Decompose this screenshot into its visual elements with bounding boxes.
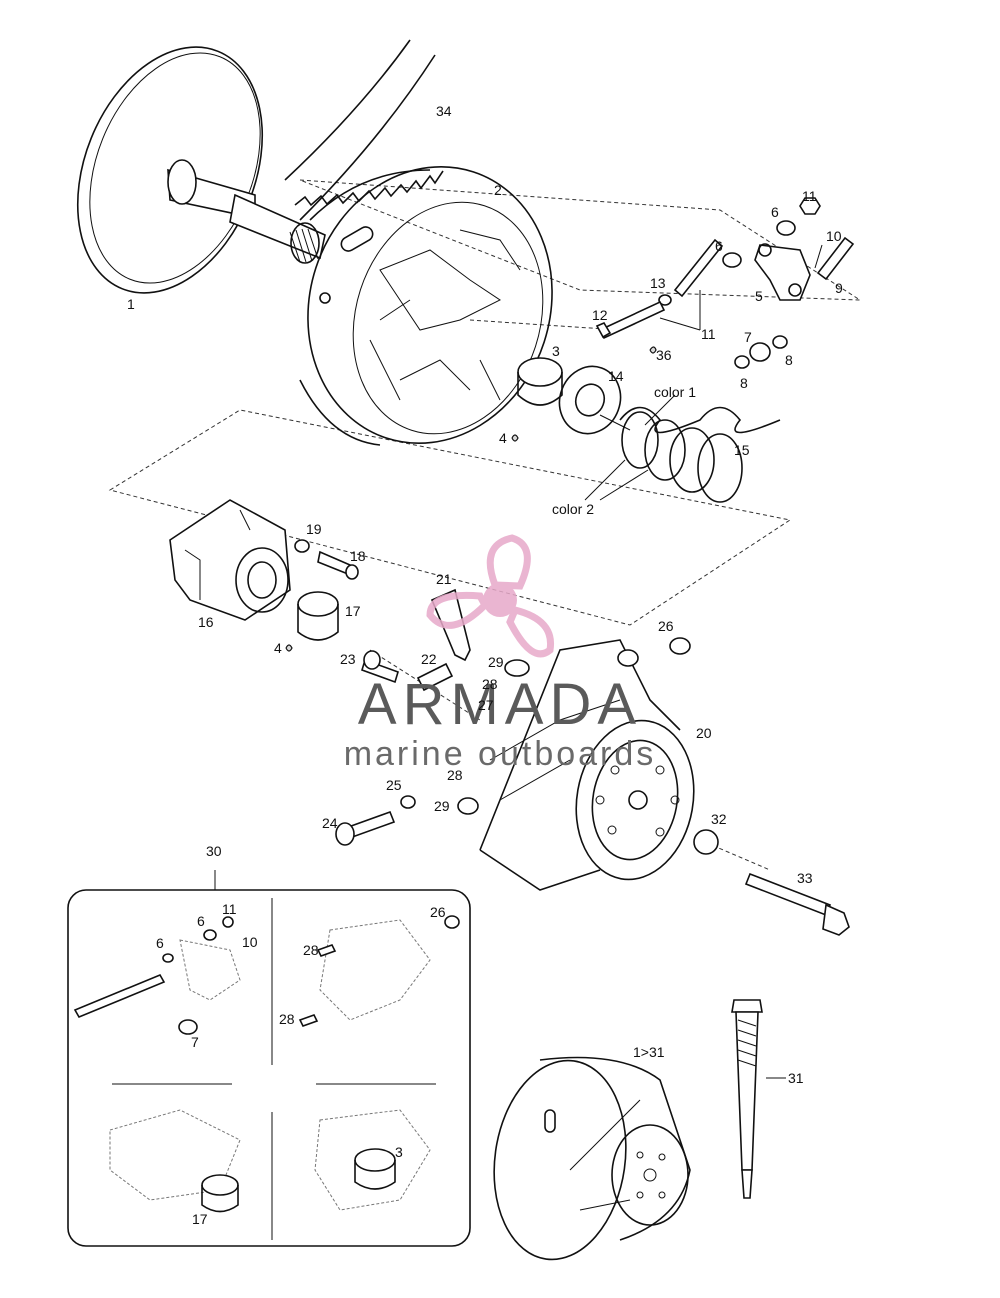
callout-34: 34: [436, 103, 452, 119]
callout-18: 18: [350, 548, 366, 564]
callout-13: 13: [650, 275, 666, 291]
callout-7: 7: [744, 329, 752, 345]
callout-33: 33: [797, 870, 813, 886]
callout-8: 8: [740, 375, 748, 391]
watermark-subtitle: marine outboards: [344, 735, 657, 773]
callout-11: 11: [802, 188, 817, 204]
callout-36: 36: [656, 347, 672, 363]
spider-assembly-parts: [335, 588, 850, 936]
callout-4: 4: [274, 640, 282, 656]
repair-kit-inset: [67, 870, 471, 1247]
callout-26: 26: [430, 904, 446, 920]
callout-30: 30: [206, 843, 222, 859]
callout-27: 27: [478, 697, 494, 713]
assembled-clutch-part: [493, 1056, 691, 1261]
callout-29: 29: [488, 654, 504, 670]
callout-3: 3: [552, 343, 560, 359]
lever-assembly-parts: [511, 197, 855, 442]
callout-8: 8: [785, 352, 793, 368]
callout-color-2: color 2: [552, 501, 594, 517]
callout-15: 15: [734, 442, 750, 458]
callout-5: 5: [755, 288, 763, 304]
callout-7: 7: [191, 1034, 199, 1050]
armada-logo-watermark: [426, 534, 555, 658]
callout-12: 12: [592, 307, 608, 323]
callout-10: 10: [826, 228, 842, 244]
callout-20: 20: [696, 725, 712, 741]
callout-9: 9: [835, 280, 843, 296]
callout-28: 28: [482, 676, 498, 692]
callout-11: 11: [701, 326, 716, 342]
callout-29: 29: [434, 798, 450, 814]
bushing-washer-spring-parts: [517, 357, 781, 503]
callout-16: 16: [198, 614, 214, 630]
callout-26: 26: [658, 618, 674, 634]
watermark-title: ARMADA: [358, 672, 642, 737]
callout-17: 17: [345, 603, 361, 619]
callout-23: 23: [340, 651, 356, 667]
callout-6: 6: [771, 204, 779, 220]
callout-2: 2: [494, 182, 502, 198]
callout-22: 22: [421, 651, 437, 667]
callout-28: 28: [303, 942, 319, 958]
callout-28: 28: [279, 1011, 295, 1027]
fixed-sheave-part: [76, 46, 326, 294]
callout-11: 11: [222, 901, 237, 917]
long-bolt-part: [731, 999, 786, 1199]
callout-14: 14: [608, 368, 624, 384]
callout-19: 19: [306, 521, 322, 537]
callout-6: 6: [715, 238, 723, 254]
callout-1-to-31: 1>31: [633, 1044, 665, 1060]
callout-color-1: color 1: [654, 384, 696, 400]
governor-cup-parts: [169, 499, 359, 652]
callout-31: 31: [788, 1070, 804, 1086]
movable-sheave-part: [299, 165, 553, 446]
callout-28: 28: [447, 767, 463, 783]
callout-25: 25: [386, 777, 402, 793]
callout-labels: 1 2 34 11 6 10 6 13 9 5 12 11 3 36 7 8 8…: [127, 103, 843, 1227]
callout-17: 17: [192, 1211, 208, 1227]
callout-4: 4: [499, 430, 507, 446]
callout-24: 24: [322, 815, 338, 831]
drive-belt-part: [284, 39, 444, 221]
callout-6: 6: [197, 913, 205, 929]
callout-10: 10: [242, 934, 258, 950]
callout-32: 32: [711, 811, 727, 827]
callout-21: 21: [436, 571, 452, 587]
callout-1: 1: [127, 296, 135, 312]
callout-3: 3: [395, 1144, 403, 1160]
callout-6: 6: [156, 935, 164, 951]
